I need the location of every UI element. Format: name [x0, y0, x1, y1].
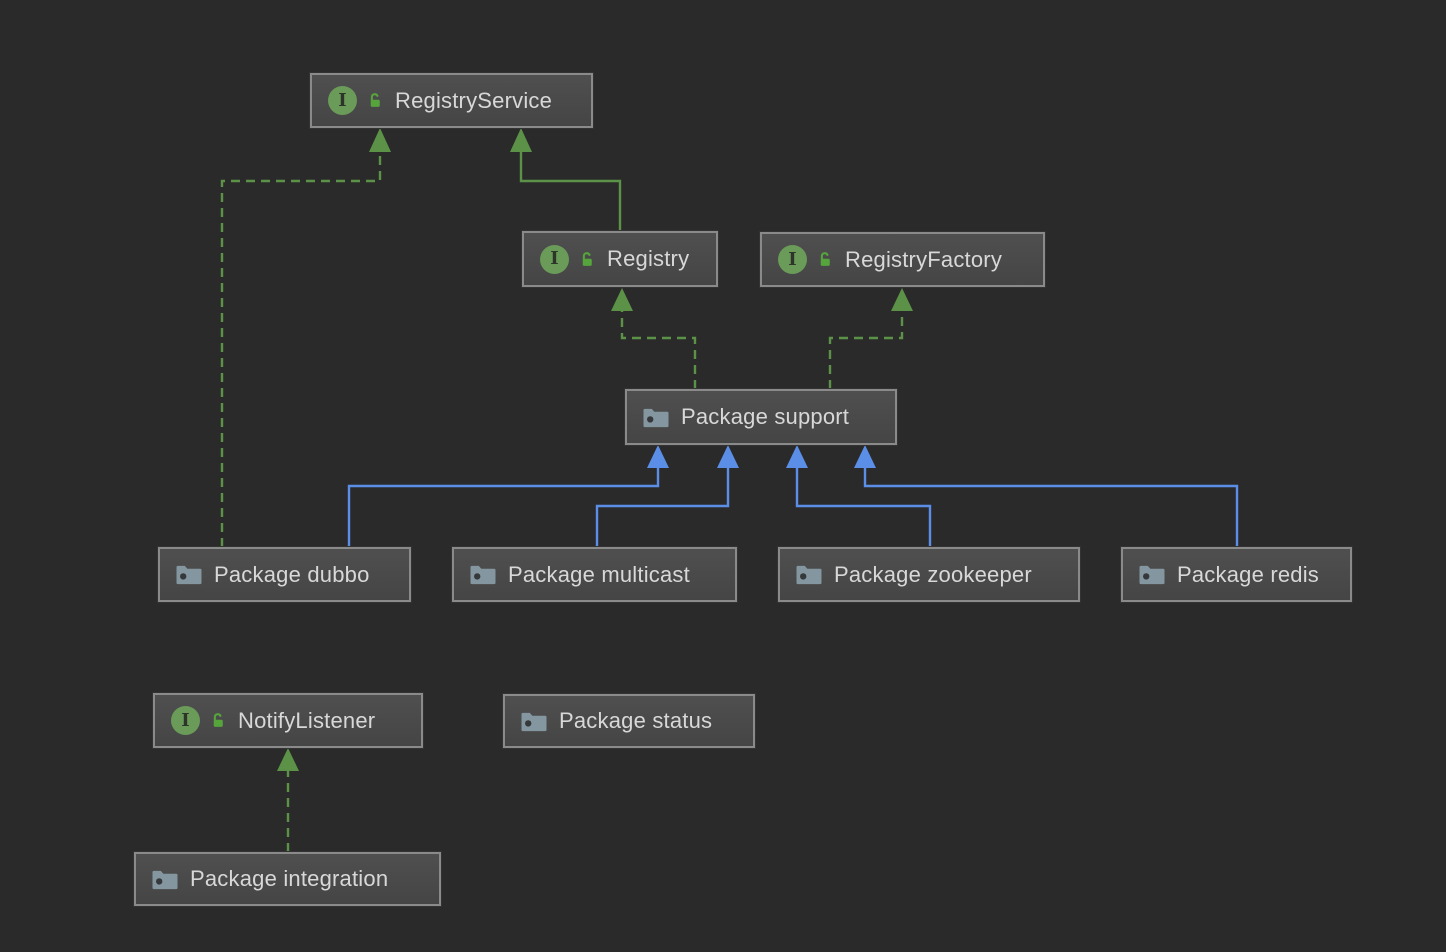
package-folder-icon: [1139, 564, 1165, 585]
node-label: NotifyListener: [238, 707, 376, 733]
edge-package-redis-to-package-support: [854, 445, 1239, 547]
package-folder-icon: [796, 564, 822, 585]
unlocked-padlock-icon: [366, 92, 383, 109]
node-package-support[interactable]: Package support: [625, 389, 897, 445]
node-label: Package multicast: [508, 561, 690, 587]
node-label: RegistryFactory: [845, 246, 1003, 272]
node-package-integration[interactable]: Package integration: [134, 852, 441, 906]
edge-package-zookeeper-to-package-support: [786, 445, 932, 547]
node-package-redis[interactable]: Package redis: [1121, 547, 1352, 602]
edge-package-support-to-registryfactory: [828, 288, 913, 389]
interface-icon: [328, 86, 357, 115]
node-label: Registry: [607, 246, 690, 271]
node-label: Package dubbo: [214, 561, 370, 587]
node-label: Package status: [559, 708, 713, 733]
package-folder-icon: [176, 564, 202, 585]
node-package-multicast[interactable]: Package multicast: [452, 547, 737, 602]
package-folder-icon: [643, 407, 669, 428]
node-package-status[interactable]: Package status: [503, 694, 755, 748]
node-notify-listener[interactable]: NotifyListener: [153, 693, 423, 748]
package-folder-icon: [470, 564, 496, 585]
package-folder-icon: [521, 711, 547, 732]
unlocked-padlock-icon: [816, 251, 833, 268]
node-label: Package integration: [190, 866, 389, 891]
node-package-zookeeper[interactable]: Package zookeeper: [778, 547, 1080, 602]
interface-icon: [540, 244, 569, 274]
interface-icon: [171, 706, 200, 735]
unlocked-padlock-icon: [209, 712, 226, 729]
node-registry[interactable]: Registry: [522, 231, 718, 287]
edge-package-dubbo-to-registryservice: [220, 128, 391, 547]
node-label: Package support: [681, 404, 850, 429]
edge-package-multicast-to-package-support: [595, 445, 739, 547]
edge-package-support-to-registry: [611, 288, 697, 389]
edge-package-dubbo-to-package-support: [347, 445, 669, 547]
node-registry-factory[interactable]: RegistryFactory: [760, 232, 1045, 287]
node-package-dubbo[interactable]: Package dubbo: [158, 547, 411, 602]
unlocked-padlock-icon: [578, 251, 595, 268]
node-label: Package redis: [1177, 561, 1320, 587]
interface-icon: [778, 245, 807, 274]
edge-registry-to-registryservice: [510, 128, 622, 231]
package-folder-icon: [152, 869, 178, 890]
node-registry-service[interactable]: RegistryService: [310, 73, 593, 128]
node-label: RegistryService: [395, 87, 553, 113]
edge-package-integration-to-notifylistener: [277, 748, 299, 852]
node-label: Package zookeeper: [834, 561, 1032, 587]
